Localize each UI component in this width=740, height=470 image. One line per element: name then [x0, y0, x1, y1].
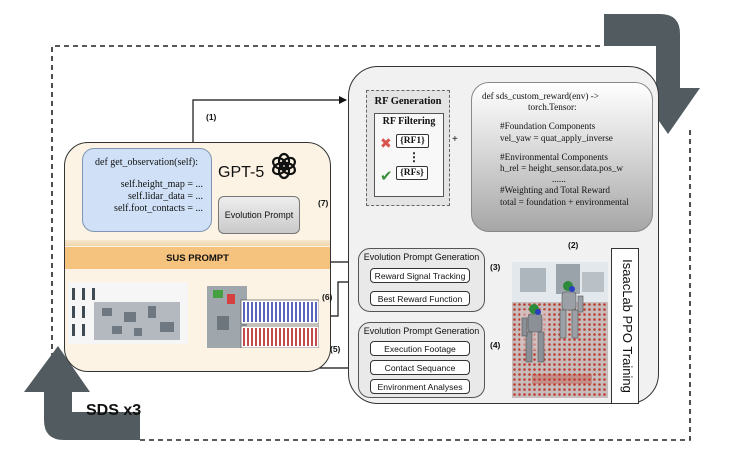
dashed-loop-border	[51, 45, 600, 380]
reward-signal-tracking-item: Reward Signal Tracking	[370, 268, 470, 283]
ellipsis-mark: ⋮	[408, 150, 420, 164]
epg-top-title: Evolution Prompt Generation	[363, 252, 480, 262]
rejected-reward-function: {RF1}	[396, 134, 429, 148]
rf-filtering-title: RF Filtering	[382, 116, 436, 127]
model-label: GPT-5	[218, 164, 265, 181]
code-line: #Environmental Components	[500, 151, 608, 162]
code-line: vel_yaw = quat_apply_inverse	[500, 132, 613, 143]
code-line: h_rel = height_sensor.data.pos_w	[500, 163, 624, 174]
step-label-2: (2)	[568, 240, 579, 250]
reject-x-icon: ✖	[380, 135, 392, 151]
code-line: torch.Tensor:	[528, 102, 577, 113]
step-label-4: (4)	[490, 340, 501, 350]
sds-loop-label: SDS x3	[86, 402, 142, 419]
step-label-7: (7)	[318, 198, 329, 208]
code-line-height-map: self.height_map = ...	[120, 179, 203, 190]
execution-footage-item: Execution Footage	[370, 341, 470, 356]
sus-divider	[65, 240, 330, 246]
code-line-lidar: self.lidar_data = ...	[127, 191, 203, 202]
step-label-5: (5)	[330, 344, 341, 354]
best-reward-function-item: Best Reward Function	[370, 291, 470, 306]
contact-sequence-image	[207, 286, 319, 348]
robot-simulation-image	[512, 262, 608, 398]
execution-footage-frames-image	[68, 282, 188, 344]
step-label-1: (1)	[206, 112, 217, 122]
accepted-reward-function: {RFs}	[396, 166, 428, 180]
code-line-foot-contacts: self.foot_contacts = ...	[114, 203, 203, 214]
accept-check-icon: ✔	[380, 168, 393, 185]
plus-sign: +	[452, 134, 458, 145]
loop-arrow-top-right	[604, 14, 700, 134]
code-line: def sds_custom_reward(env) ->	[482, 91, 599, 101]
epg-bottom-title: Evolution Prompt Generation	[363, 326, 480, 336]
sus-prompt-bar: SUS PROMPT	[65, 247, 330, 269]
rf-filtering-box	[374, 113, 444, 197]
dashed-loop-border-bottom	[140, 130, 691, 441]
environment-analyses-item: Environment Analyses	[370, 379, 470, 394]
observation-code-block: def get_observation(self): self.height_m…	[82, 148, 212, 232]
observation-function-def: def get_observation(self):	[95, 157, 199, 168]
code-line: total = foundation + environmental	[500, 196, 629, 207]
contact-sequence-item: Contact Sequance	[370, 360, 470, 375]
code-line: #Weighting and Total Reward	[500, 185, 610, 196]
code-line: ......	[552, 174, 566, 185]
step-label-6: (6)	[322, 292, 333, 302]
ppo-training-label-box	[611, 248, 639, 404]
loop-arrow-bottom-left	[24, 346, 140, 440]
rf-generation-title: RF Generation	[374, 96, 442, 107]
reward-code-block: def sds_custom_reward(env) -> torch.Tens…	[471, 82, 653, 232]
code-line: #Foundation Components	[500, 121, 596, 132]
isaaclab-ppo-training-label: IsaacLab PPO Training	[620, 259, 635, 393]
evolution-prompt-box: Evolution Prompt	[218, 196, 300, 234]
openai-logo-icon	[272, 152, 296, 180]
step-label-3: (3)	[490, 262, 501, 272]
